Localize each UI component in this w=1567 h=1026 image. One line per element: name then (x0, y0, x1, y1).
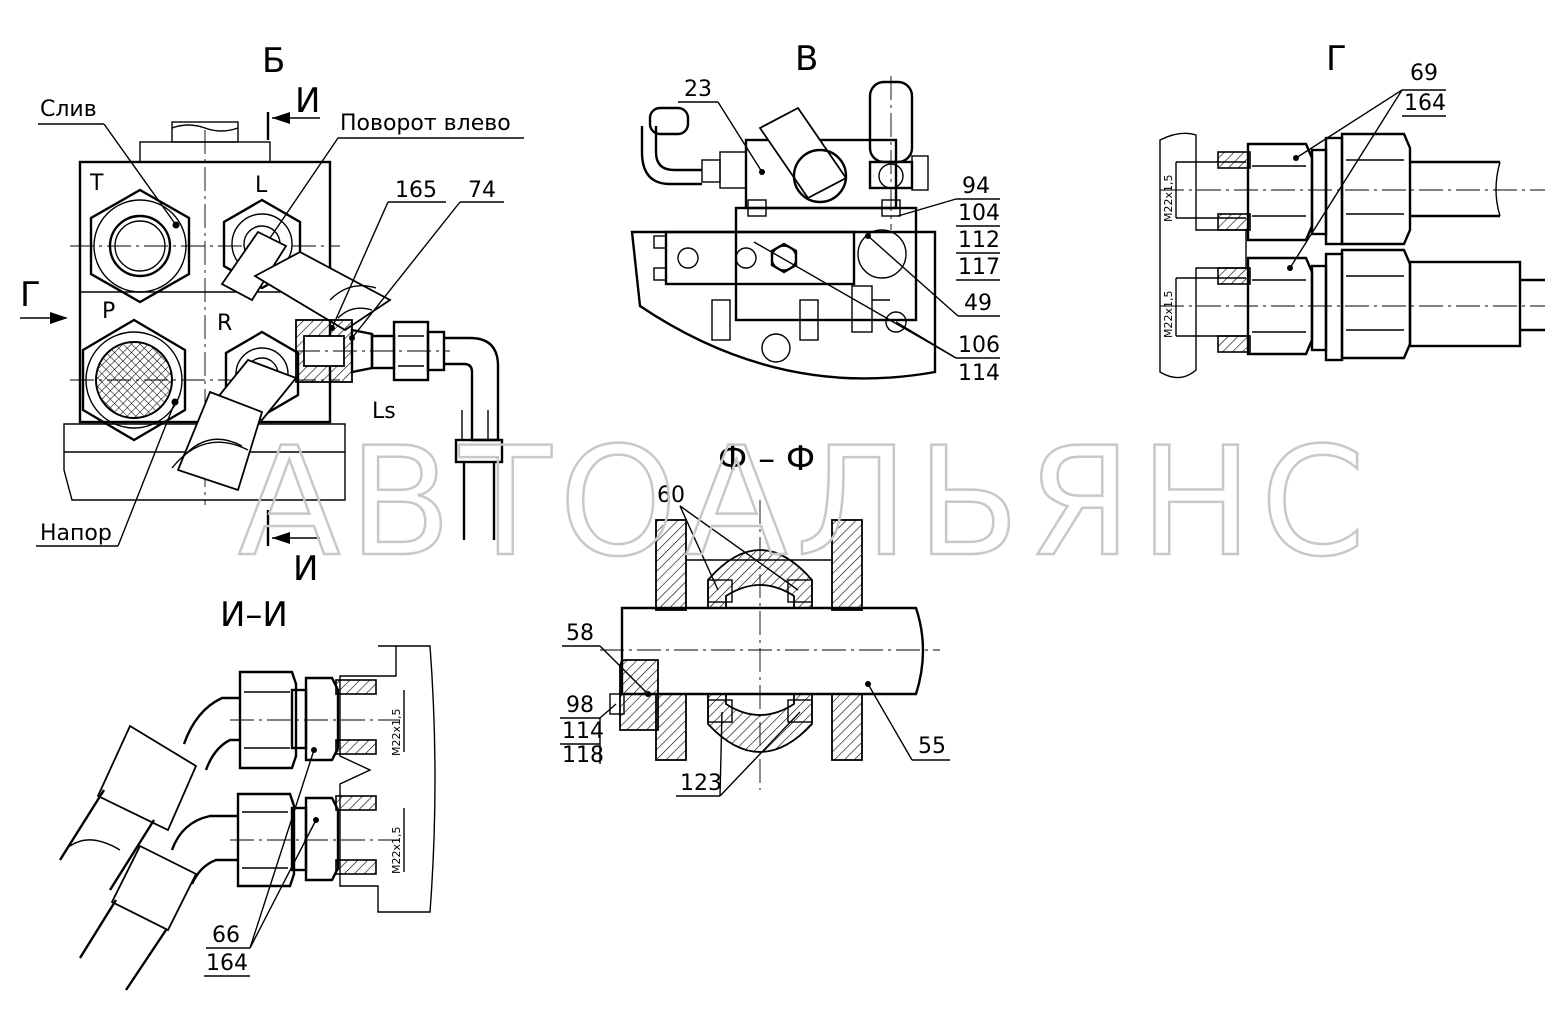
callout-114-v: 114 (958, 361, 1000, 386)
cut-i-bottom: И (293, 549, 318, 589)
view-g-title: Г (1326, 39, 1347, 79)
callout-104: 104 (958, 201, 1000, 226)
callout-164-g: 164 (1404, 91, 1446, 116)
port-l-nut (222, 198, 302, 290)
thread-i-lower: M22x1,5 (390, 827, 403, 875)
view-g: Г M22x1,5 (1159, 39, 1545, 379)
port-r-label: R (217, 311, 232, 336)
port-l-label: L (255, 173, 268, 198)
section-f-title: Ф – Ф (718, 439, 815, 479)
callout-69: 69 (1410, 61, 1438, 86)
thread-g-upper: M22x1,5 (1162, 175, 1175, 223)
thread-i-upper: M22x1,5 (390, 709, 403, 757)
port-t-label: T (89, 171, 104, 196)
callout-55: 55 (918, 734, 946, 759)
callout-58: 58 (566, 621, 594, 646)
callout-164-i: 164 (206, 951, 248, 976)
callout-60: 60 (657, 483, 685, 508)
callout-23: 23 (684, 77, 712, 102)
callout-118: 118 (562, 743, 604, 768)
port-p-label: P (102, 299, 115, 324)
view-b-title: Б (262, 41, 285, 81)
sliv-label: Слив (40, 97, 97, 122)
port-ls-label: Ls (372, 399, 396, 424)
callout-74: 74 (468, 178, 496, 203)
cut-i-top: И (295, 81, 320, 121)
callout-123: 123 (680, 771, 722, 796)
section-f: Ф – Ф 60 58 98 114 118 (560, 439, 950, 797)
povorot-label: Поворот влево (340, 111, 511, 136)
napor-label: Напор (40, 521, 112, 546)
port-p-plug (81, 318, 187, 442)
view-v: В 23 (630, 39, 1000, 386)
callout-114-f: 114 (562, 719, 604, 744)
callout-112: 112 (958, 228, 1000, 253)
view-b: Б (20, 41, 524, 589)
callout-165: 165 (395, 178, 437, 203)
watermark: АВТОАЛЬЯНС (238, 416, 1373, 590)
thread-g-lower: M22x1,5 (1162, 291, 1175, 339)
section-i: И–И M22x1,5 M22x1,5 (58, 595, 436, 991)
pin-55 (620, 606, 925, 696)
callout-106: 106 (958, 333, 1000, 358)
section-i-title: И–И (220, 595, 288, 635)
view-g-arrow-label: Г (20, 275, 41, 315)
callout-117: 117 (958, 255, 1000, 280)
view-v-title: В (795, 39, 818, 79)
callout-66: 66 (212, 923, 240, 948)
callout-94: 94 (962, 174, 990, 199)
port-t-nut (89, 188, 191, 304)
callout-49: 49 (964, 291, 992, 316)
callout-98: 98 (566, 693, 594, 718)
